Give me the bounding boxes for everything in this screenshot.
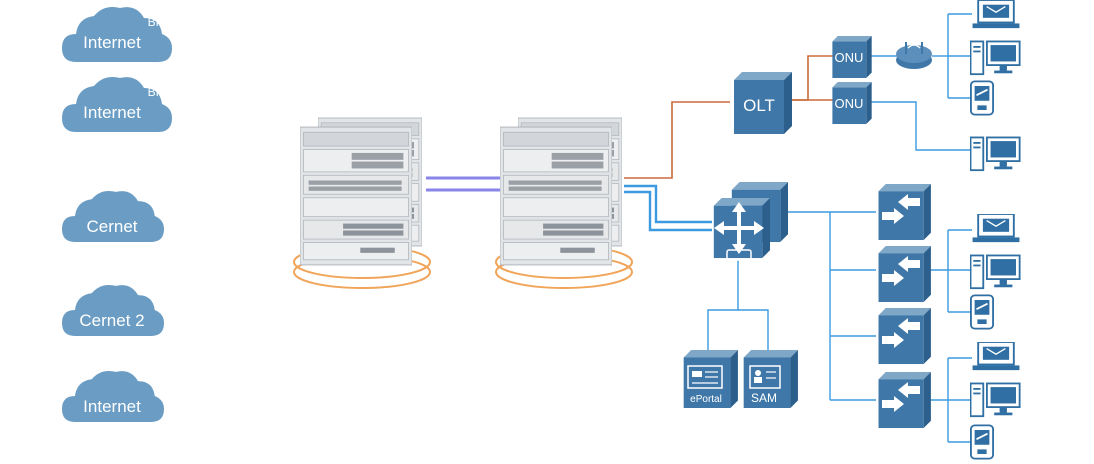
olt-label: OLT — [743, 96, 775, 115]
sam-server: SAM — [743, 350, 798, 408]
aggregation-uplinks — [624, 184, 712, 232]
access-switch-1 — [878, 184, 931, 240]
olt-device: OLT — [734, 72, 792, 134]
pc-icon — [970, 40, 1021, 76]
pc-icon — [970, 382, 1021, 418]
phone-icon — [970, 294, 994, 330]
cloud-label: Internet — [83, 397, 141, 416]
phone-icon — [970, 80, 994, 116]
aggregation-switch — [713, 181, 788, 261]
pc-icon — [970, 254, 1021, 290]
bras-badge: BRAS — [148, 15, 181, 29]
core-switch-1 — [293, 117, 431, 289]
eportal-label: ePortal — [690, 394, 722, 405]
access-switch-3 — [878, 308, 931, 364]
laptop-icon — [972, 342, 1020, 372]
wireless-router-icon — [896, 42, 932, 69]
cloud-label: Cernet 2 — [79, 311, 144, 330]
sam-label: SAM — [751, 391, 777, 405]
access-links — [707, 211, 876, 401]
onu-device-top: ONU — [832, 36, 872, 78]
cloud-label: Internet — [83, 33, 141, 52]
cloud-internet: Internet — [62, 370, 164, 422]
cloud-label: Internet — [83, 103, 141, 122]
fiber-links — [624, 55, 834, 179]
access-client-links — [930, 229, 972, 443]
cloud-label: Cernet — [86, 217, 137, 236]
onu-label: ONU — [835, 96, 864, 111]
core-switch-2 — [495, 117, 633, 289]
cloud-internet-bras-2: Internet BRAS — [62, 77, 180, 132]
trunk-links — [426, 176, 500, 192]
bras-badge: BRAS — [148, 85, 181, 99]
onu-label: ONU — [835, 50, 864, 65]
pc-icon — [970, 136, 1021, 172]
cloud-cernet: Cernet — [62, 190, 164, 242]
access-switch-2 — [878, 246, 931, 302]
onu-client-links — [868, 13, 972, 151]
cloud-cernet-2: Cernet 2 — [62, 284, 164, 336]
cloud-internet-bras-1: Internet BRAS — [62, 7, 180, 62]
access-switch-4 — [878, 372, 931, 428]
onu-device-bottom: ONU — [832, 82, 872, 124]
eportal-server: ePortal — [683, 350, 738, 408]
laptop-icon — [972, 0, 1020, 30]
laptop-icon — [972, 214, 1020, 244]
phone-icon — [970, 424, 994, 460]
